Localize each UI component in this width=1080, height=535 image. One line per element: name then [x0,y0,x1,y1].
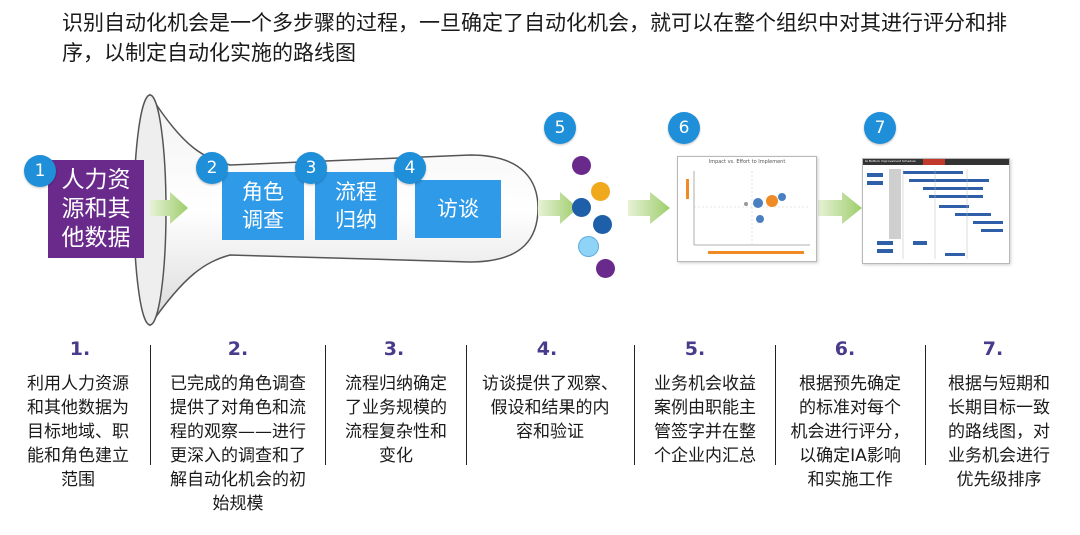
dot-blue-1 [572,198,591,217]
step-number-3: 3. [383,338,405,360]
arrow-2 [538,192,578,224]
step-badge-2: 2 [196,152,228,184]
impact-effort-mini-chart [686,171,810,254]
arrow-1 [150,192,188,224]
step-number-5: 5. [684,338,706,360]
arrow-3 [628,192,670,224]
thumb6-title: Impact vs. Effort to Implement [708,159,786,165]
schedule-mini-gantt [863,159,1009,259]
column-divider-4 [634,345,635,465]
column-divider-5 [775,345,776,465]
step-number-1: 1. [69,338,91,360]
stage-box-hr-data: 人力资 源和其 他数据 [48,160,144,258]
column-divider-6 [925,345,926,465]
step-badge-7: 7 [864,112,896,144]
thumb7-title: IA Bottom Improvement Schedule [865,159,916,163]
step-number-7: 7. [982,338,1004,360]
stage-box-interview: 访谈 [415,180,501,238]
step-badge-1: 1 [24,155,56,187]
step-desc-7: 根据与短期和 长期目标一致 的路线图，对 业务机会进行 优先级排序 [948,374,1050,490]
dot-orange [591,182,610,201]
page-title: 识别自动化机会是一个多步骤的过程，一旦确定了自动化机会，就可以在整个组织中对其进… [62,11,1007,65]
column-divider-3 [466,345,467,465]
step-badge-6: 6 [668,112,700,144]
dot-lightblue [578,236,599,257]
arrow-4 [818,192,862,224]
step-badge-5: 5 [544,112,576,144]
step-desc-1: 利用人力资源 和其他数据为 目标地域、职 能和角色建立 范围 [27,374,129,490]
step-number-2: 2. [227,338,249,360]
step-desc-6: 根据预先确定 的标准对每个 机会进行评分， 以确定IA影响 和实施工作 [790,374,910,490]
impact-effort-chart-thumbnail: Impact vs. Effort to Implement [677,156,817,262]
step-badge-4: 4 [394,152,426,184]
step-desc-3: 流程归纳确定 了业务规模的 流程复杂性和 变化 [345,374,447,466]
column-divider-2 [325,345,326,465]
step-number-6: 6. [834,338,856,360]
dot-blue-2 [593,215,612,234]
stage-box-role-survey: 角色 调查 [222,172,304,240]
step-number-4: 4. [536,338,558,360]
dot-purple-2 [596,259,615,278]
column-divider-1 [150,345,151,465]
schedule-gantt-thumbnail: IA Bottom Improvement Schedule [862,158,1010,264]
dot-purple-1 [572,156,591,175]
step-desc-2: 已完成的角色调查 提供了对角色和流 程的观察——进行 更深入的调查和了 解自动化… [170,374,306,514]
stage-box-process-induction: 流程 归纳 [315,172,397,240]
step-desc-4: 访谈提供了观察、 假设和结果的内 容和验证 [482,374,618,442]
step-badge-3: 3 [295,152,327,184]
step-desc-5: 业务机会收益 案例由职能主 管签字并在整 个企业内汇总 [654,374,756,466]
